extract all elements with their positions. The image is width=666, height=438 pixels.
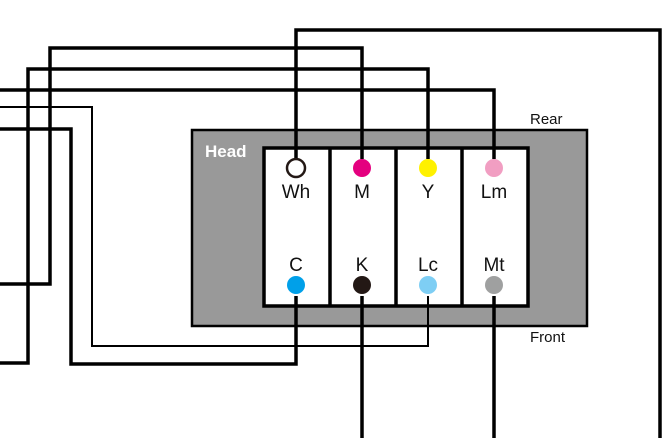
front-label: Front xyxy=(530,329,566,346)
nozzle-label-mt: Mt xyxy=(483,255,505,276)
wire-m xyxy=(0,46,364,286)
nozzle-label-lm: Lm xyxy=(481,182,507,203)
nozzle-dot-mt xyxy=(485,276,503,294)
nozzle-label-wh: Wh xyxy=(282,182,311,203)
nozzle-label-lc: Lc xyxy=(418,255,438,276)
nozzle-dot-y xyxy=(419,159,437,177)
nozzle-dot-lc xyxy=(419,276,437,294)
head-label: Head xyxy=(205,142,247,161)
nozzle-dot-m xyxy=(353,159,371,177)
nozzle-label-y: Y xyxy=(422,182,435,203)
rear-label: Rear xyxy=(530,111,563,128)
wire-c xyxy=(0,127,298,366)
nozzle-label-m: M xyxy=(354,182,370,203)
nozzle-label-k: K xyxy=(356,255,369,276)
wire-lm-branch xyxy=(0,106,429,347)
wire-lm xyxy=(0,88,496,159)
nozzle-label-c: C xyxy=(289,255,303,276)
wire-y xyxy=(0,67,430,365)
wire-wh xyxy=(294,28,662,438)
nozzle-dot-lm xyxy=(485,159,503,177)
nozzle-dot-c xyxy=(287,276,305,294)
nozzle-dot-wh xyxy=(285,157,307,179)
nozzle-dot-k xyxy=(353,276,371,294)
